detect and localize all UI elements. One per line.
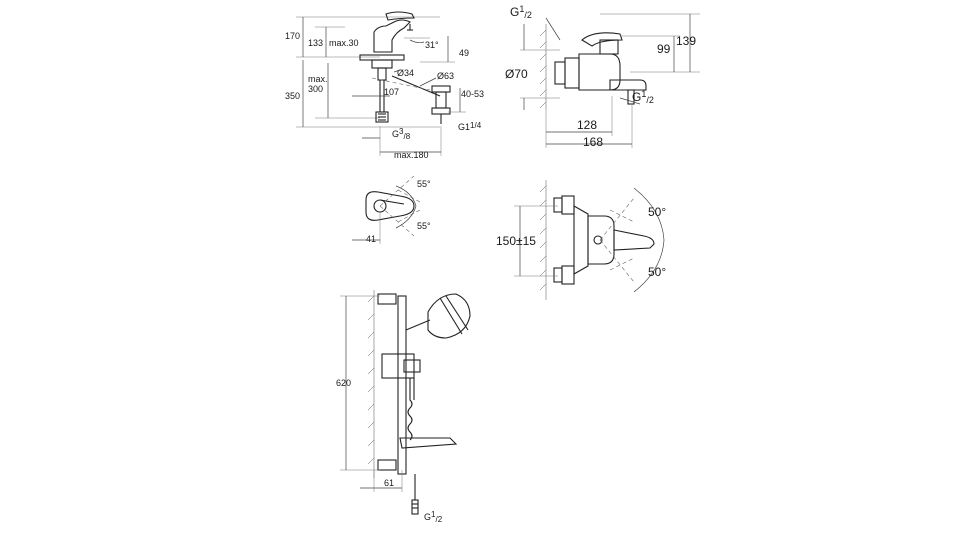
angle-31: 31° — [425, 40, 439, 50]
dim-max-label: max. — [308, 74, 328, 84]
dim-128: 128 — [577, 118, 597, 132]
shower-rail-drawing: 620 61 G1/2 — [336, 290, 471, 524]
dim-168: 168 — [583, 135, 603, 149]
dim-150: 150±15 — [496, 234, 536, 248]
thread-g12-top: G1/2 — [510, 4, 532, 20]
dim-40-53: 40-53 — [461, 89, 484, 99]
bath-mixer-front-view: 50° 50° 150±15 — [496, 180, 666, 300]
dim-max180: max.180 — [394, 150, 429, 160]
dim-350: 350 — [285, 91, 300, 101]
dim-61: 61 — [384, 478, 394, 488]
dim-139: 139 — [676, 34, 696, 48]
dim-300: 300 — [308, 84, 323, 94]
dim-99: 99 — [657, 42, 671, 56]
dim-133: 133 — [308, 38, 323, 48]
thread-g12-bottom: G1/2 — [632, 89, 654, 105]
basin-mixer-top-view: 55° 55° 41 — [352, 175, 431, 244]
dim-170: 170 — [285, 31, 300, 41]
thread-g12: G1/2 — [424, 510, 443, 524]
thread-g114: G11/4 — [458, 121, 482, 132]
dim-dia34: Ø34 — [397, 68, 414, 78]
angle-55-top: 55° — [417, 179, 431, 189]
dim-dia70: Ø70 — [505, 67, 528, 81]
dim-max30: max.30 — [329, 38, 359, 48]
dim-620: 620 — [336, 378, 351, 388]
bath-mixer-side-view: G1/2 Ø70 99 139 G1/2 128 168 — [505, 4, 700, 149]
dim-dia63: Ø63 — [437, 71, 454, 81]
angle-50-bottom: 50° — [648, 265, 666, 279]
dim-107: 107 — [384, 87, 399, 97]
basin-mixer-drawing: 170 133 max.30 31° 49 Ø34 Ø63 max. 300 3… — [285, 11, 484, 160]
thread-g38: G3/8 — [392, 127, 411, 141]
angle-50-top: 50° — [648, 205, 666, 219]
dim-49: 49 — [459, 48, 469, 58]
angle-55-bottom: 55° — [417, 221, 431, 231]
dim-41: 41 — [366, 234, 376, 244]
